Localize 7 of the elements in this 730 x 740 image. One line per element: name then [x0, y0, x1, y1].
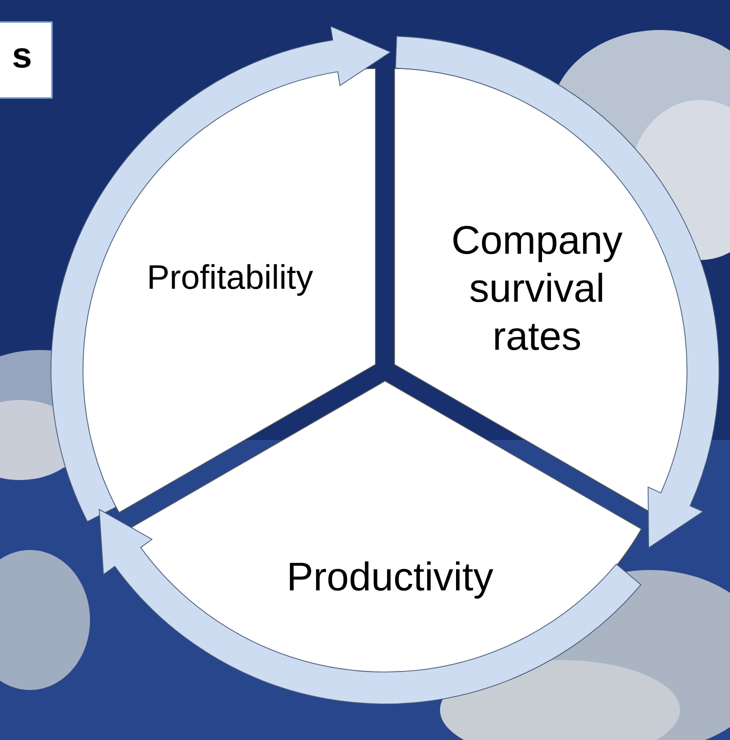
sector: Productivity [128, 380, 642, 678]
sector: Profitability [79, 68, 376, 513]
arrow [98, 509, 642, 704]
arrow [50, 26, 391, 522]
sector: Company survival rates [394, 68, 691, 513]
title-box: s [0, 21, 53, 99]
arrow [395, 36, 720, 548]
